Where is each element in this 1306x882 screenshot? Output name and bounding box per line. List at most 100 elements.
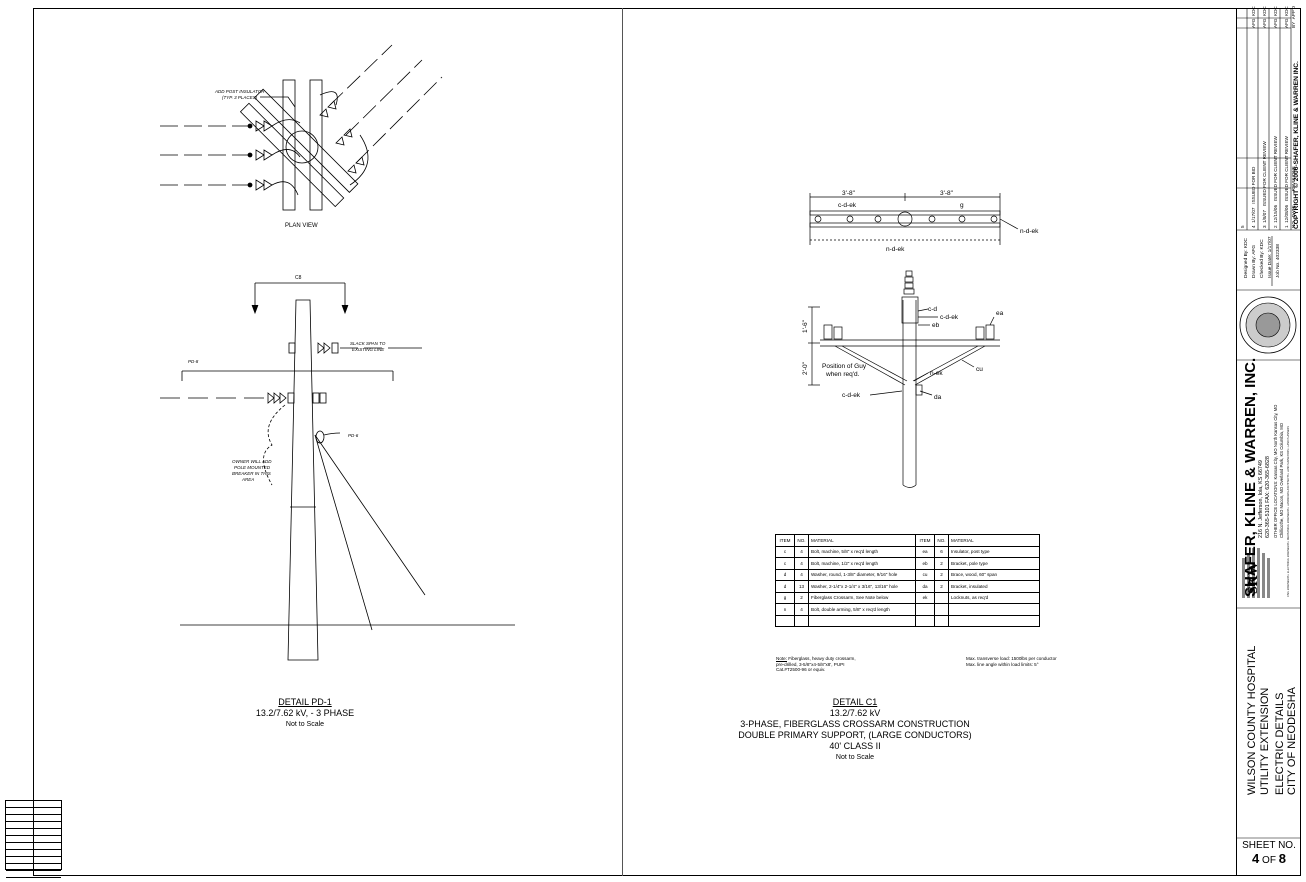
- detail-pd1-voltage: 13.2/7.62 kV, - 3 PHASE: [255, 708, 355, 718]
- sheet-number-block: SHEET NO. 4 OF 8: [1237, 840, 1301, 866]
- engineer-seal: [1239, 296, 1297, 354]
- plan-view-callout-sub: (TYP. 3 PLACES): [222, 95, 258, 100]
- table-cell: [948, 603, 1040, 616]
- sheet-title-1: ELECTRIC DETAILS: [1274, 692, 1286, 796]
- table-cell: Bolt, machine, 5/8" x req'd length: [808, 545, 916, 558]
- detail-c1-scale: Not to Scale: [835, 754, 875, 761]
- c1-end-insulators: [823, 324, 995, 340]
- c1-top-insulator: [901, 270, 919, 324]
- skw-logo: [1242, 548, 1270, 598]
- firm-address: 216 N. Jefferson, Iola, KS 66749: [1258, 460, 1264, 538]
- note-label: Note:: [776, 656, 787, 661]
- table-cell: eb: [915, 557, 935, 570]
- sheet-label: SHEET NO.: [1242, 840, 1296, 851]
- firm-phone: 620-365-5101 FAX: 620-365-6828: [1265, 456, 1271, 538]
- slack-span-label-1: SLACK SPAN TO: [350, 341, 386, 346]
- title-block-lines: [1236, 8, 1301, 839]
- table-cell: d: [775, 568, 795, 581]
- table-cell: 4: [794, 545, 809, 558]
- table-cell: 4: [794, 557, 809, 570]
- c1-label-nek: n-ek: [930, 370, 943, 377]
- copyright: COPYRIGHT © 2006-SHAFER, KLINE & WARREN …: [1293, 61, 1300, 229]
- plan-view-label: PLAN VIEW: [285, 223, 318, 229]
- c1-leaders: [869, 308, 995, 396]
- load-note: Max. transverse load: 1500lbs per conduc…: [966, 656, 1057, 667]
- table-cell: 2: [794, 591, 809, 604]
- c1-dim-vertical-1: 1'-6": [802, 319, 809, 333]
- plan-view-conductors-right: [319, 44, 443, 186]
- c1-label-cu: cu: [976, 366, 983, 373]
- elevation-c8-label: C8: [295, 275, 302, 281]
- table-cell: c: [775, 557, 795, 570]
- firm-disciplines: CIVIL ENGINEERS • ELECTRICAL ENGINEERS •…: [1287, 426, 1290, 597]
- c1-label-cdek-2: c-d-ek: [940, 314, 959, 321]
- table-cell: Bolt, double arming, 5/8" x req'd length: [808, 603, 916, 616]
- elevation-guy-wires: [314, 430, 426, 631]
- title-block-border: [1236, 8, 1237, 876]
- table-cell: [775, 614, 795, 627]
- c1-label-ea: ea: [996, 310, 1004, 317]
- table-cell: d: [775, 580, 795, 593]
- table-cell: [948, 614, 1040, 627]
- c1-guy-note-1: Position of Guy: [822, 363, 867, 370]
- table-cell: Fiberglass Crossarm, See Note below: [808, 591, 916, 604]
- plan-view-arm-a: [282, 79, 323, 211]
- note-line-1: Fiberglass, heavy duty crossarm,: [786, 656, 856, 661]
- elevation-upper-insulators: [288, 342, 422, 354]
- plan-view-arm-b: [239, 88, 359, 208]
- firm-logo-text: SKW: [1246, 561, 1261, 594]
- fiberglass-note: Note: Fiberglass, heavy duty crossarm, p…: [776, 656, 856, 673]
- table-cell: Washer, 2-1/4"x 2-1/4" x 3/16", 13/16" h…: [808, 580, 916, 593]
- c1-dim-left: 3'-8": [842, 190, 856, 197]
- sheet-total: 8: [1278, 851, 1286, 866]
- table-cell: cu: [915, 568, 935, 581]
- note-line-2: pre-drilled, 3-5/8"x4-5/8"x8', PUPI: [776, 661, 845, 667]
- sheet-title-2: CITY OF NEODESHA: [1286, 687, 1298, 795]
- owner-note-1: OWNER WILL ADD: [232, 459, 272, 464]
- note-line-3: Cat.#T2500-96 or equiv.: [776, 667, 826, 673]
- table-cell: 2: [934, 580, 949, 593]
- load-note-1: Max. transverse load: 1500lbs per conduc…: [966, 656, 1057, 661]
- firm-offices-2: Chillicothe, MO Macon, MO Overland Park,…: [1279, 423, 1284, 538]
- materials-header-row: ITEM NO. MATERIAL ITEM NO. MATERIAL: [775, 534, 1040, 547]
- table-cell: [934, 603, 949, 616]
- rev-header-by: BY APP'D: [1291, 5, 1296, 28]
- owner-note-4: AREA: [241, 477, 254, 482]
- owner-note-2: POLE MOUNTED: [234, 465, 271, 470]
- checked-by: Checked By: KDC: [1260, 239, 1265, 278]
- detail-c1-construction: 3-PHASE, FIBERGLASS CROSSARM CONSTRUCTIO…: [740, 719, 970, 729]
- table-cell: [934, 614, 949, 627]
- table-cell: Brace, wood, 60" span: [948, 568, 1040, 581]
- c1-dim-right: 3'-8": [940, 190, 954, 197]
- detail-pd1-title-block: DETAIL PD-1 13.2/7.62 kV, - 3 PHASE Not …: [210, 697, 400, 730]
- table-cell: Bolt, machine, 1/2" x req'd length: [808, 557, 916, 570]
- elevation-dimension-c8: [251, 282, 349, 315]
- detail-c1-class: 40' CLASS II: [829, 741, 881, 751]
- c1-label-cd: c-d: [928, 306, 937, 313]
- table-cell: [794, 614, 809, 627]
- table-cell: g: [775, 591, 795, 604]
- detail-pd1-drawing: ADD POST INSULATOR (TYP. 3 PLACES) SLACK…: [160, 44, 515, 661]
- table-header: ITEM: [915, 534, 935, 547]
- sheet-center-divider: [622, 8, 623, 876]
- c1-label-eb: eb: [932, 322, 940, 329]
- job-number: Job No. 402338: [1276, 244, 1281, 278]
- detail-c1-voltage: 13.2/7.62 kV: [829, 708, 881, 718]
- detail-pd1-scale: Not to Scale: [285, 721, 325, 728]
- table-cell: Insulator, post type: [948, 545, 1040, 558]
- plan-view-callout-leader: [260, 96, 296, 108]
- c1-label-cdek: c-d-ek: [838, 202, 857, 209]
- table-cell: [915, 603, 935, 616]
- table-cell: 6: [934, 545, 949, 558]
- table-cell: Locknuts, as req'd: [948, 591, 1040, 604]
- c1-label-cdek-3: c-d-ek: [842, 392, 861, 399]
- drawn-by: Drawn By: AFG: [1252, 244, 1257, 278]
- rev-row-2: 2 12/15/06 ISSUED FOR CLIENT REVIEW: [1273, 136, 1278, 228]
- issue-date: Issue Date: 1/17/07: [1268, 236, 1273, 278]
- c1-crossarm-plan: [809, 193, 1019, 245]
- detail-c1-title-block: DETAIL C1 13.2/7.62 kV 3-PHASE, FIBERGLA…: [710, 697, 1000, 763]
